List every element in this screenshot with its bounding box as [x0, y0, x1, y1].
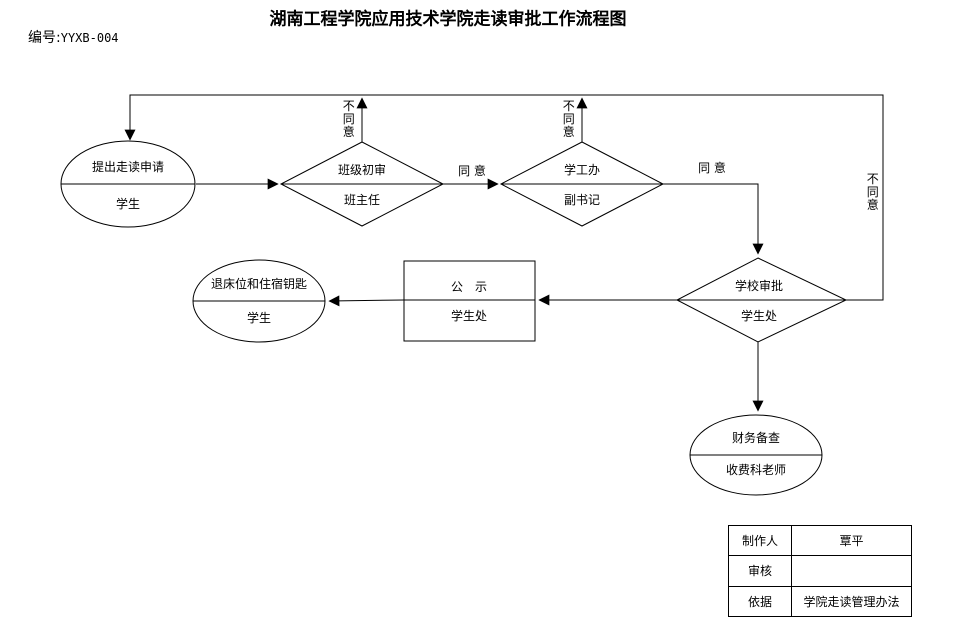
table-cell-basis-label: 依据 — [728, 585, 792, 618]
node-apply-title: 提出走读申请 — [91, 159, 165, 174]
node-class-review-actor: 班主任 — [343, 192, 381, 207]
node-finance-actor: 收费科老师 — [725, 462, 787, 477]
edge-agree-2-label: 同 意 — [698, 160, 726, 175]
edge-disagree-3-label: 不同意 — [865, 172, 880, 212]
edge-disagree-2-label: 不同意 — [561, 99, 576, 139]
table-cell-creator-value: 覃平 — [791, 524, 912, 557]
table-row: 制作人 覃平 — [728, 524, 912, 557]
node-return-bed-actor: 学生 — [246, 310, 272, 325]
table-cell-reviewer-label: 审核 — [728, 555, 792, 587]
node-publicity-shape — [403, 260, 536, 342]
doc-number-label: 编号: — [28, 30, 61, 46]
node-finance-title: 财务备查 — [731, 430, 781, 445]
node-school-approval-shape — [675, 257, 848, 343]
node-school-approval-actor: 学生处 — [740, 308, 778, 323]
node-class-review-shape — [279, 141, 445, 227]
connector-publicity-to-return-bed — [328, 295, 405, 307]
node-student-office-title: 学工办 — [563, 162, 601, 177]
node-school-approval-title: 学校审批 — [734, 278, 784, 293]
node-publicity-actor: 学生处 — [450, 308, 488, 323]
table-row: 审核 — [728, 555, 912, 587]
table-cell-basis-value: 学院走读管理办法 — [791, 585, 912, 618]
node-class-review-title: 班级初审 — [337, 162, 387, 177]
approval-info-table: 制作人 覃平 审核 依据 学院走读管理办法 — [728, 524, 912, 618]
table-row: 依据 学院走读管理办法 — [728, 585, 912, 618]
page-title: 湖南工程学院应用技术学院走读审批工作流程图 — [269, 9, 627, 30]
node-apply-actor: 学生 — [115, 196, 141, 211]
doc-number: 编号:YYXB-004 — [28, 27, 119, 47]
doc-number-value: YYXB-004 — [60, 31, 119, 45]
node-publicity-title: 公 示 — [450, 279, 488, 294]
node-student-office-shape — [499, 141, 665, 227]
table-cell-creator-label: 制作人 — [728, 524, 792, 557]
node-student-office-actor: 副书记 — [563, 192, 601, 207]
connector-student-office-to-school-approval — [663, 183, 764, 255]
table-cell-reviewer-value — [791, 555, 912, 587]
edge-agree-1-label: 同 意 — [458, 163, 486, 178]
edge-disagree-1-label: 不同意 — [341, 99, 356, 139]
node-return-bed-title: 退床位和住宿钥匙 — [210, 276, 308, 291]
connector-disagree-loop — [124, 94, 884, 301]
